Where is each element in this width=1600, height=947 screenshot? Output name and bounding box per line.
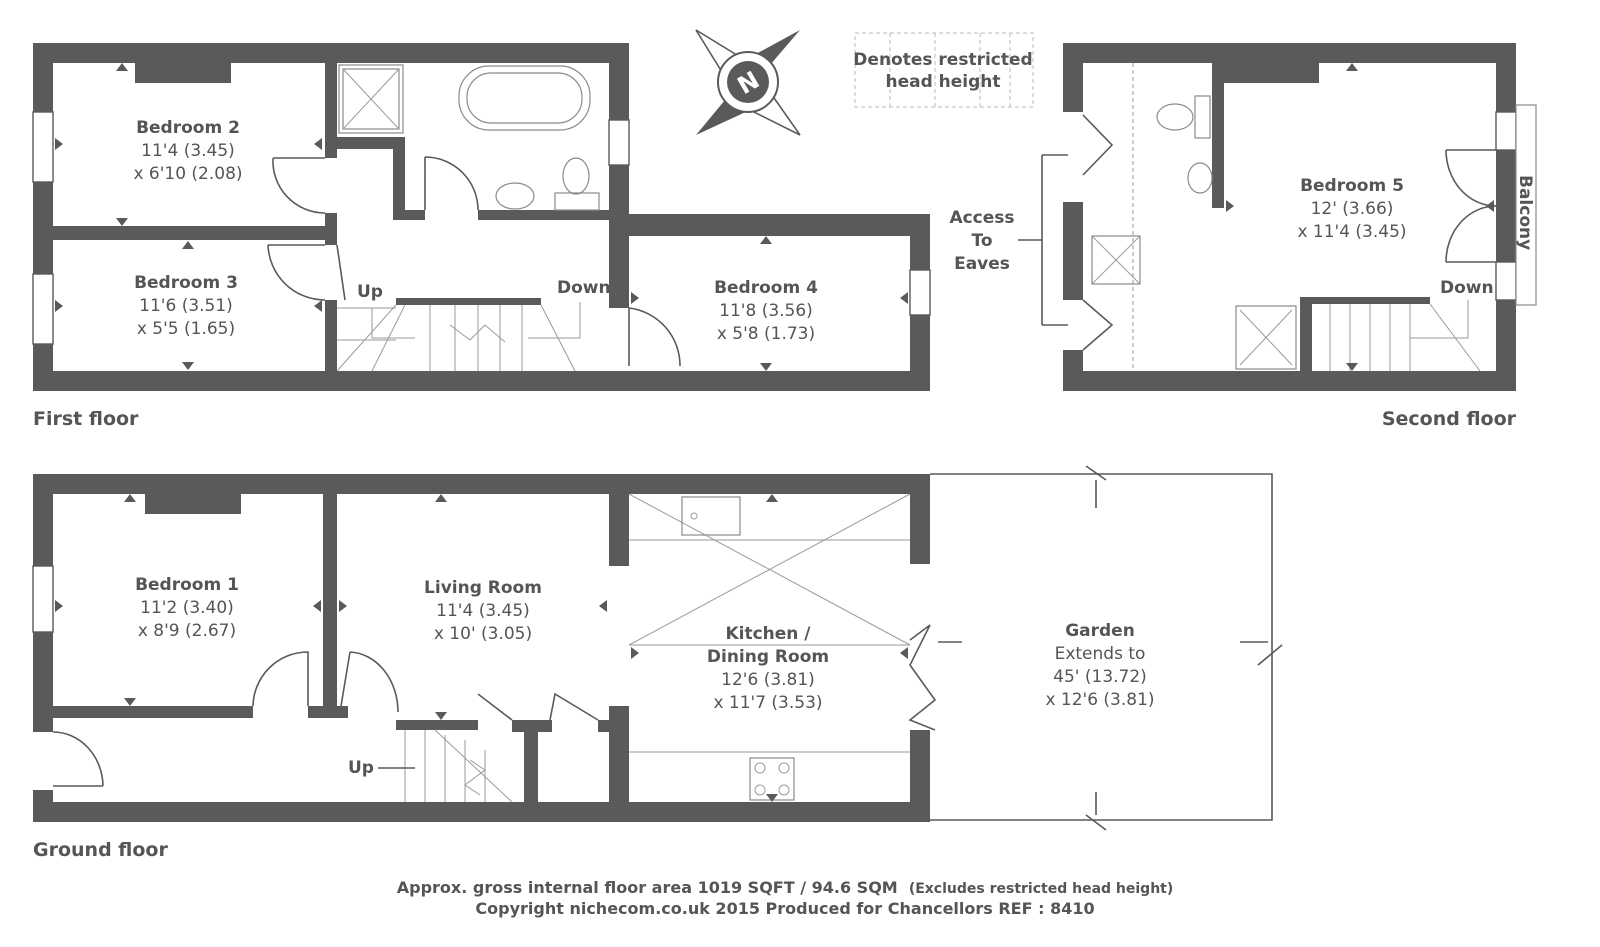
footer-copyright: Copyright nichecom.co.uk 2015 Produced f… xyxy=(475,899,1094,918)
garden-dim0: Extends to xyxy=(1055,644,1146,664)
kitchen-name1: Kitchen / xyxy=(725,624,811,644)
kitchen-name2: Dining Room xyxy=(707,647,829,667)
bedroom4-dim1: 11'8 (3.56) xyxy=(719,301,813,321)
bedroom5-dim2: x 11'4 (3.45) xyxy=(1297,222,1406,242)
second-floor-title: Second floor xyxy=(1382,408,1517,430)
legend-line1: Denotes restricted xyxy=(853,50,1032,70)
eaves-label-2: To xyxy=(971,231,992,251)
bedroom2-dim1: 11'4 (3.45) xyxy=(141,141,235,161)
bedroom5-dim1: 12' (3.66) xyxy=(1311,199,1394,219)
living-room-dim1: 11'4 (3.45) xyxy=(436,601,530,621)
balcony-label: Balcony xyxy=(1515,175,1535,250)
living-room-dim2: x 10' (3.05) xyxy=(434,624,532,644)
misc-labels: Up Down Down Up Balcony Access To Eaves xyxy=(348,175,1535,778)
garden-dim1: 45' (13.72) xyxy=(1053,667,1147,687)
bedroom1-dim1: 11'2 (3.40) xyxy=(140,598,234,618)
garden-dim2: x 12'6 (3.81) xyxy=(1045,690,1154,710)
kitchen-dim2: x 11'7 (3.53) xyxy=(713,693,822,713)
footer-area-note: (Excludes restricted head height) xyxy=(909,881,1173,897)
bedroom5-name: Bedroom 5 xyxy=(1300,176,1404,196)
garden-name: Garden xyxy=(1065,621,1135,641)
bedroom3-name: Bedroom 3 xyxy=(134,273,238,293)
stairs-down-label-second: Down xyxy=(1440,278,1494,298)
room-labels: Bedroom 2 11'4 (3.45) x 6'10 (2.08) Bedr… xyxy=(133,118,1406,713)
eaves-label-3: Eaves xyxy=(954,254,1010,274)
kitchen-dim1: 12'6 (3.81) xyxy=(721,670,815,690)
stairs-down-label-first: Down xyxy=(557,278,611,298)
bedroom2-dim2: x 6'10 (2.08) xyxy=(133,164,242,184)
footer-area-main: Approx. gross internal floor area 1019 S… xyxy=(397,878,898,897)
dimension-arrows xyxy=(55,63,1494,802)
footer-area: Approx. gross internal floor area 1019 S… xyxy=(397,878,1174,897)
bedroom3-dim1: 11'6 (3.51) xyxy=(139,296,233,316)
restricted-height-legend: Denotes restricted head height xyxy=(853,32,1034,108)
bedroom2-name: Bedroom 2 xyxy=(136,118,240,138)
stairs-up-label-first: Up xyxy=(357,282,383,302)
compass-icon: N xyxy=(695,29,801,136)
legend-line2: head height xyxy=(885,72,1000,92)
stairs-up-label-ground: Up xyxy=(348,758,374,778)
bedroom4-dim2: x 5'8 (1.73) xyxy=(717,324,815,344)
first-floor-title: First floor xyxy=(33,408,139,430)
ground-floor-title: Ground floor xyxy=(33,839,168,861)
living-room-name: Living Room xyxy=(424,578,542,598)
bedroom1-name: Bedroom 1 xyxy=(135,575,239,595)
bedroom3-dim2: x 5'5 (1.65) xyxy=(137,319,235,339)
eaves-label-1: Access xyxy=(949,208,1014,228)
ground-floor-plan xyxy=(32,465,1283,831)
bedroom1-dim2: x 8'9 (2.67) xyxy=(138,621,236,641)
second-floor-plan xyxy=(1018,43,1537,391)
first-floor-plan xyxy=(32,43,931,391)
bedroom4-name: Bedroom 4 xyxy=(714,278,818,298)
